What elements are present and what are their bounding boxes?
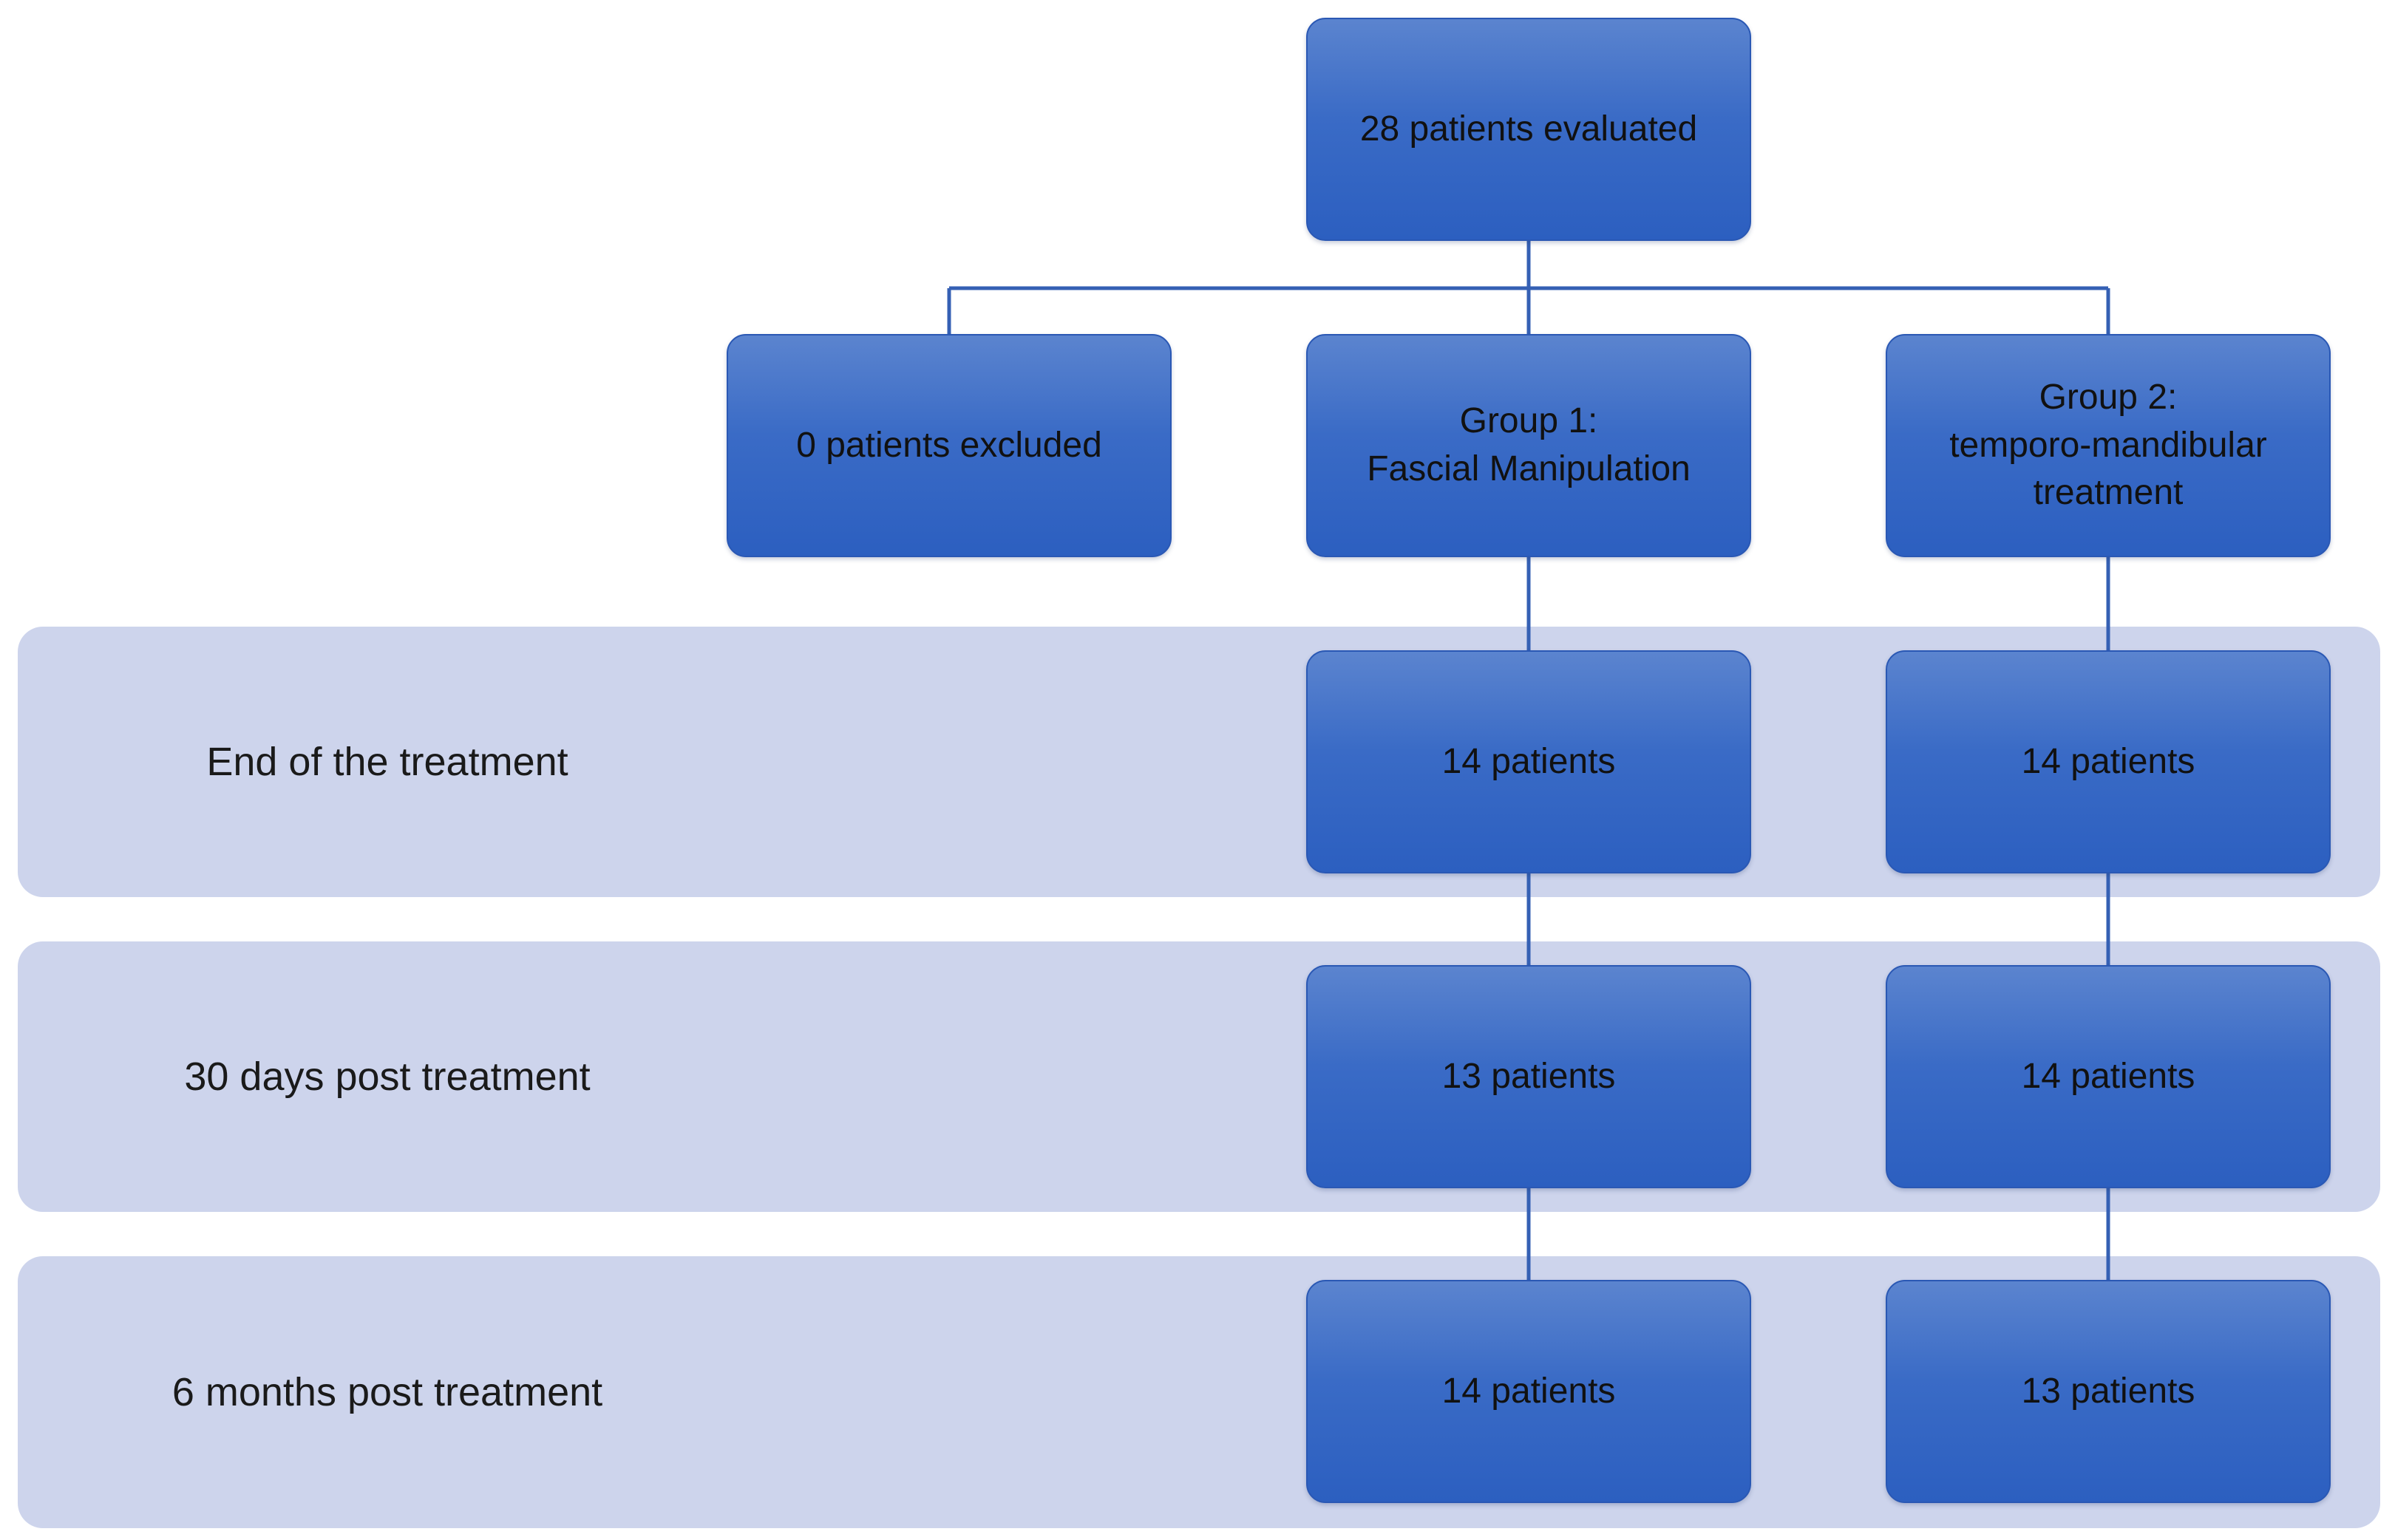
excluded-box: 0 patients excluded [727,334,1172,557]
root-box: 28 patients evaluated [1306,18,1751,241]
group2-box: Group 2: temporo-mandibular treatment [1886,334,2331,557]
stage-label-text: 6 months post treatment [171,1370,603,1414]
stage-label-text: End of the treatment [206,740,568,784]
group2-6-months-box: 13 patients [1886,1280,2331,1503]
patient-count: 14 patients [2021,741,2195,781]
patient-count: 14 patients [1441,741,1616,781]
patient-count: 14 patients [1441,1371,1616,1411]
group2-30-days-box: 14 patients [1886,965,2331,1188]
stage-label: End of the treatment [18,627,757,897]
excluded-label: 0 patients excluded [796,425,1102,465]
group2-label: Group 2: temporo-mandibular treatment [1949,377,2267,513]
stage-label-text: 30 days post treatment [184,1055,591,1099]
group1-6-months-box: 14 patients [1306,1280,1751,1503]
group1-end-of-treatment-box: 14 patients [1306,650,1751,873]
group1-label: Group 1: Fascial Manipulation [1367,401,1691,488]
group1-box: Group 1: Fascial Manipulation [1306,334,1751,557]
patient-count: 14 patients [2021,1056,2195,1096]
group2-end-of-treatment-box: 14 patients [1886,650,2331,873]
stage-label: 6 months post treatment [18,1256,757,1528]
group1-30-days-box: 13 patients [1306,965,1751,1188]
patient-count: 13 patients [1441,1056,1616,1096]
stage-label: 30 days post treatment [18,941,757,1212]
root-label: 28 patients evaluated [1359,109,1698,149]
patient-count: 13 patients [2021,1371,2195,1411]
